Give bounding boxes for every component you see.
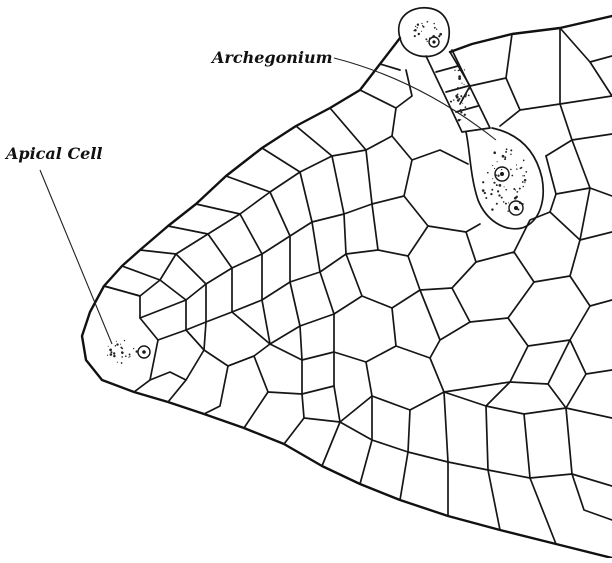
marginal-cell-walls [104,64,612,544]
archegonium-cap-cell [399,8,449,57]
archegonium-label: Archegonium [212,48,333,67]
archegonium [399,8,543,229]
apical-cell-leader-line [40,170,112,344]
archegonium-leader-line [334,58,496,140]
outer-epidermis-boundary [82,16,612,558]
archegonium-venter [466,128,543,229]
apical-cell-label: Apical Cell [6,144,103,163]
apical-cell [138,346,150,358]
